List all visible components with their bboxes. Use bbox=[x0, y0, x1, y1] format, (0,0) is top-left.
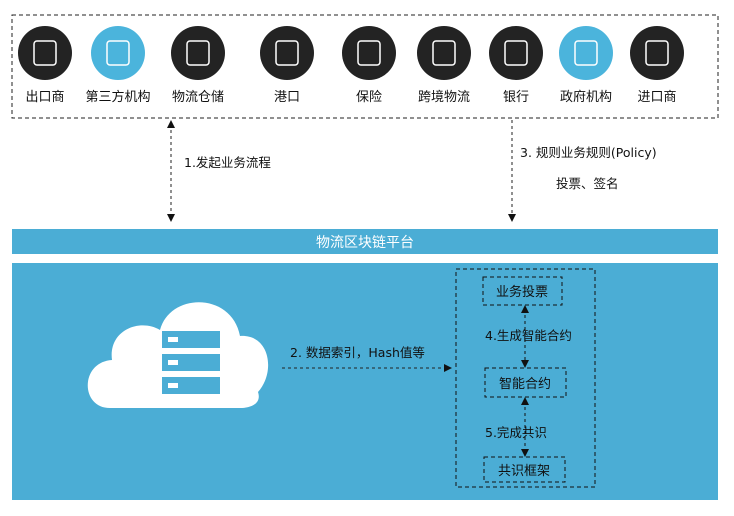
participant-5: 跨境物流 bbox=[417, 26, 471, 105]
consensus-box bbox=[483, 456, 566, 483]
participant-label: 跨境物流 bbox=[418, 90, 470, 105]
shield-check-icon-glyph bbox=[357, 40, 381, 66]
participant-label: 政府机构 bbox=[560, 90, 612, 105]
vote-box-label: 业务投票 bbox=[496, 284, 548, 300]
platform-title: 物流区块链平台 bbox=[316, 235, 414, 251]
user-export-icon bbox=[18, 26, 72, 80]
user-import-icon bbox=[630, 26, 684, 80]
participant-1: 第三方机构 bbox=[85, 26, 151, 105]
consensus-group bbox=[455, 268, 596, 488]
certificate-stamp-icon-glyph bbox=[106, 40, 130, 66]
participant-label: 第三方机构 bbox=[85, 89, 150, 105]
participant-3: 港口 bbox=[260, 26, 314, 105]
participant-8: 进口商 bbox=[630, 26, 684, 105]
participant-2: 物流仓储 bbox=[171, 26, 225, 105]
bank-icon-glyph bbox=[504, 40, 528, 66]
shield-check-icon bbox=[342, 26, 396, 80]
participant-0: 出口商 bbox=[18, 26, 72, 105]
participant-label: 物流仓储 bbox=[172, 90, 224, 105]
cloud-server-icon bbox=[87, 302, 269, 408]
user-import-icon-glyph bbox=[645, 40, 669, 66]
participant-label: 出口商 bbox=[25, 90, 64, 105]
certificate-stamp-icon-glyph bbox=[574, 40, 598, 66]
port-ship-icon-glyph bbox=[275, 40, 299, 66]
port-ship-icon bbox=[260, 26, 314, 80]
certificate-stamp-icon bbox=[559, 26, 613, 80]
step1-label: 1.发起业务流程 bbox=[184, 155, 271, 170]
participant-6: 银行 bbox=[489, 26, 543, 105]
cargo-ship-icon bbox=[417, 26, 471, 80]
warehouse-truck-icon-glyph bbox=[186, 40, 210, 66]
platform-banner bbox=[12, 229, 718, 254]
bank-icon bbox=[489, 26, 543, 80]
participant-label: 港口 bbox=[274, 90, 300, 105]
cargo-ship-icon-glyph bbox=[432, 40, 456, 66]
vote-box bbox=[482, 276, 563, 306]
participant-7: 政府机构 bbox=[559, 26, 613, 105]
participant-4: 保险 bbox=[342, 26, 396, 105]
step5-label: 5.完成共识 bbox=[485, 425, 547, 440]
contract-box-label: 智能合约 bbox=[499, 377, 551, 392]
participant-label: 进口商 bbox=[637, 90, 676, 105]
user-export-icon-glyph bbox=[33, 40, 57, 66]
consensus-box-label: 共识框架 bbox=[498, 464, 550, 479]
participants-box bbox=[11, 14, 719, 119]
participant-label: 保险 bbox=[356, 90, 382, 105]
step2-label: 2. 数据索引，Hash值等 bbox=[290, 345, 425, 360]
step3-sub-label: 投票、签名 bbox=[556, 176, 619, 191]
step3-label: 3. 规则业务规则(Policy) bbox=[520, 145, 657, 160]
participant-label: 银行 bbox=[503, 90, 529, 105]
warehouse-truck-icon bbox=[171, 26, 225, 80]
certificate-stamp-icon bbox=[91, 26, 145, 80]
step4-label: 4.生成智能合约 bbox=[485, 328, 572, 343]
